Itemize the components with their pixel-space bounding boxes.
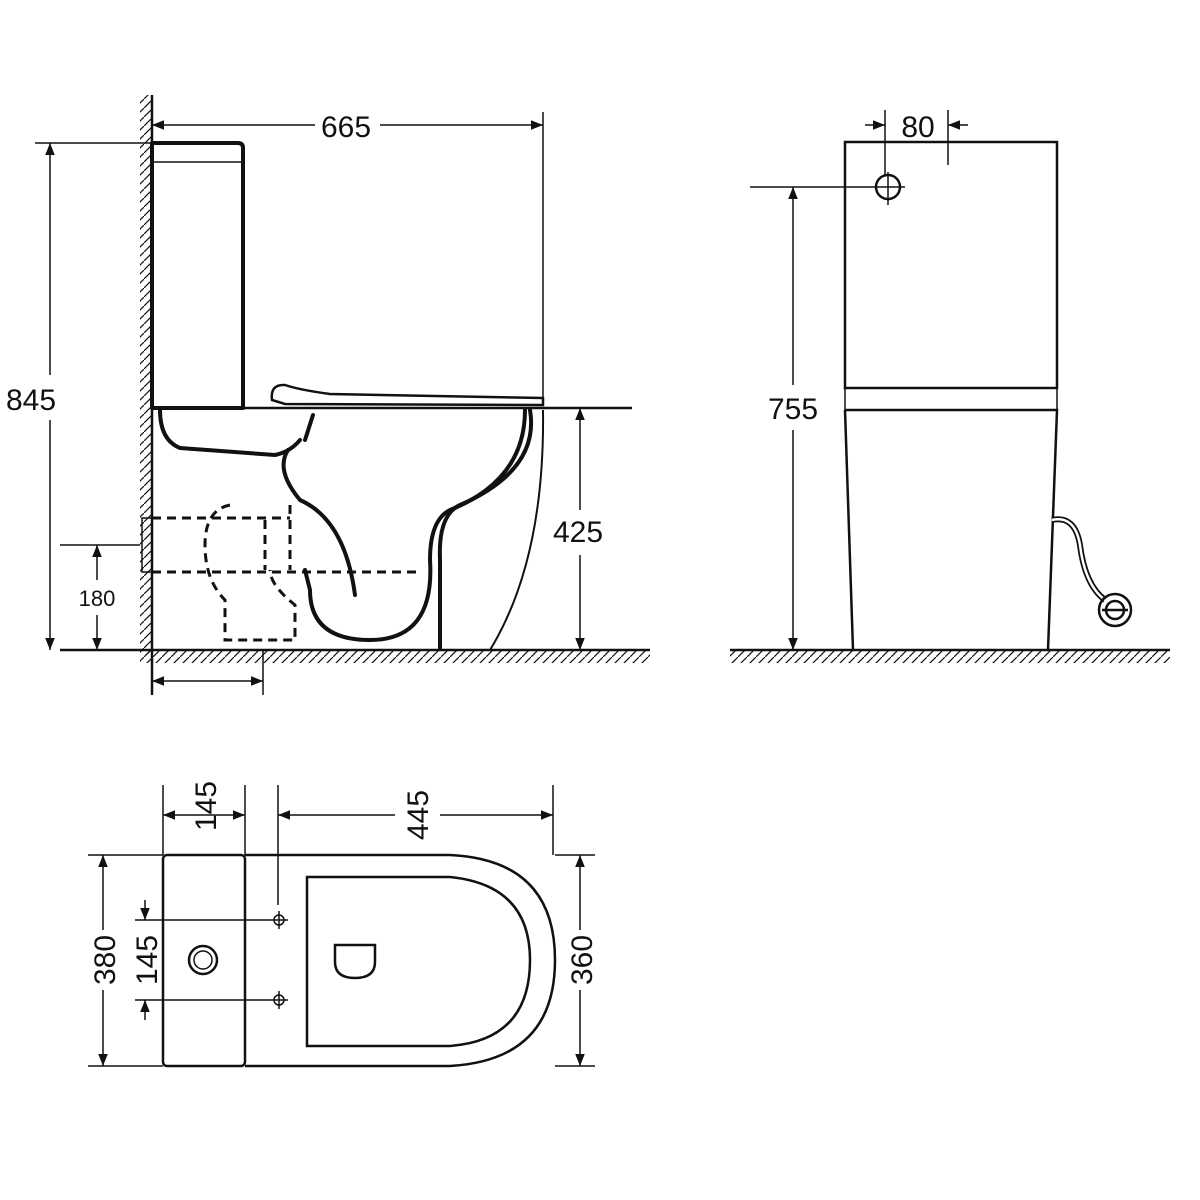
dim-80: 80 bbox=[901, 111, 934, 144]
bowl-front-view bbox=[843, 408, 1059, 651]
front-view: 80 755 bbox=[730, 110, 1170, 663]
top-view: 145 445 380 145 360 bbox=[88, 781, 599, 1068]
dim-145-top: 145 bbox=[190, 781, 223, 831]
dim-360: 360 bbox=[566, 935, 599, 985]
dim-180: 180 bbox=[79, 586, 116, 611]
cistern bbox=[150, 141, 245, 410]
seat-hinge bbox=[333, 943, 377, 980]
dim-755: 755 bbox=[768, 393, 818, 426]
dim-845: 845 bbox=[6, 384, 56, 417]
side-view: 665 845 180 425 bbox=[6, 95, 650, 695]
water-valve bbox=[1097, 592, 1133, 628]
dim-445: 445 bbox=[402, 790, 435, 840]
dim-380: 380 bbox=[89, 935, 122, 985]
dim-665: 665 bbox=[321, 111, 371, 144]
seat-top bbox=[305, 875, 532, 1048]
outlet-hidden bbox=[152, 503, 420, 642]
flush-button bbox=[187, 944, 219, 976]
cistern-front bbox=[843, 140, 1059, 390]
trap bbox=[303, 408, 527, 642]
wall-hatch bbox=[140, 95, 152, 655]
bowl-inner bbox=[158, 408, 357, 597]
fixing-holes bbox=[270, 911, 288, 1009]
bowl-top bbox=[245, 853, 557, 1068]
dim-425: 425 bbox=[553, 516, 603, 549]
dim-145-fixing: 145 bbox=[131, 935, 164, 985]
cistern-top bbox=[161, 853, 247, 1068]
seat-lid bbox=[270, 383, 545, 407]
floor-hatch bbox=[140, 651, 650, 663]
